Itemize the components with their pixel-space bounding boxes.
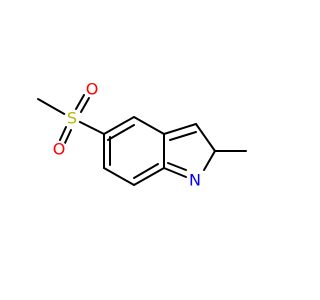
bond-five-ring-1	[163, 123, 197, 135]
bond-sulfur-oxygen-lower-a	[59, 126, 67, 141]
molecule-structure-diagram: S O O N	[37, 80, 247, 190]
sulfur-atom-label: S	[67, 109, 77, 128]
bond-five-ring-2	[195, 123, 216, 152]
bond-five-ring-1-inner	[169, 131, 197, 141]
bond-ring-5	[103, 167, 135, 186]
bond-ring-4	[133, 167, 165, 186]
sulfur-atom-background	[64, 110, 80, 126]
bond-ring-4-inner	[133, 163, 159, 179]
bond-sulfur-oxygen-upper-a	[75, 94, 85, 110]
nitrogen-atom-label: N	[189, 171, 201, 190]
bond-group	[37, 94, 247, 186]
bond-sulfur-oxygen-lower-b	[64, 129, 72, 144]
bond-ring-2	[133, 116, 165, 135]
bond-five-ring-3	[203, 150, 216, 171]
oxygen-lower-atom-background	[51, 141, 67, 157]
oxygen-upper-atom-label: O	[86, 80, 99, 99]
bond-five-ring-4-inner	[167, 162, 187, 171]
atom-label-group: S O O N	[51, 80, 203, 190]
oxygen-lower-atom-label: O	[53, 140, 66, 159]
oxygen-upper-atom-background	[84, 81, 100, 97]
nitrogen-atom-background	[187, 172, 203, 188]
bond-sulfur-ring	[77, 120, 105, 135]
bond-methyl-sulfur	[37, 98, 67, 116]
bond-five-ring-4	[163, 167, 187, 178]
bond-ring-1	[103, 116, 135, 135]
bond-ring-1-inner	[107, 124, 135, 141]
bond-sulfur-oxygen-upper-b	[80, 97, 90, 113]
